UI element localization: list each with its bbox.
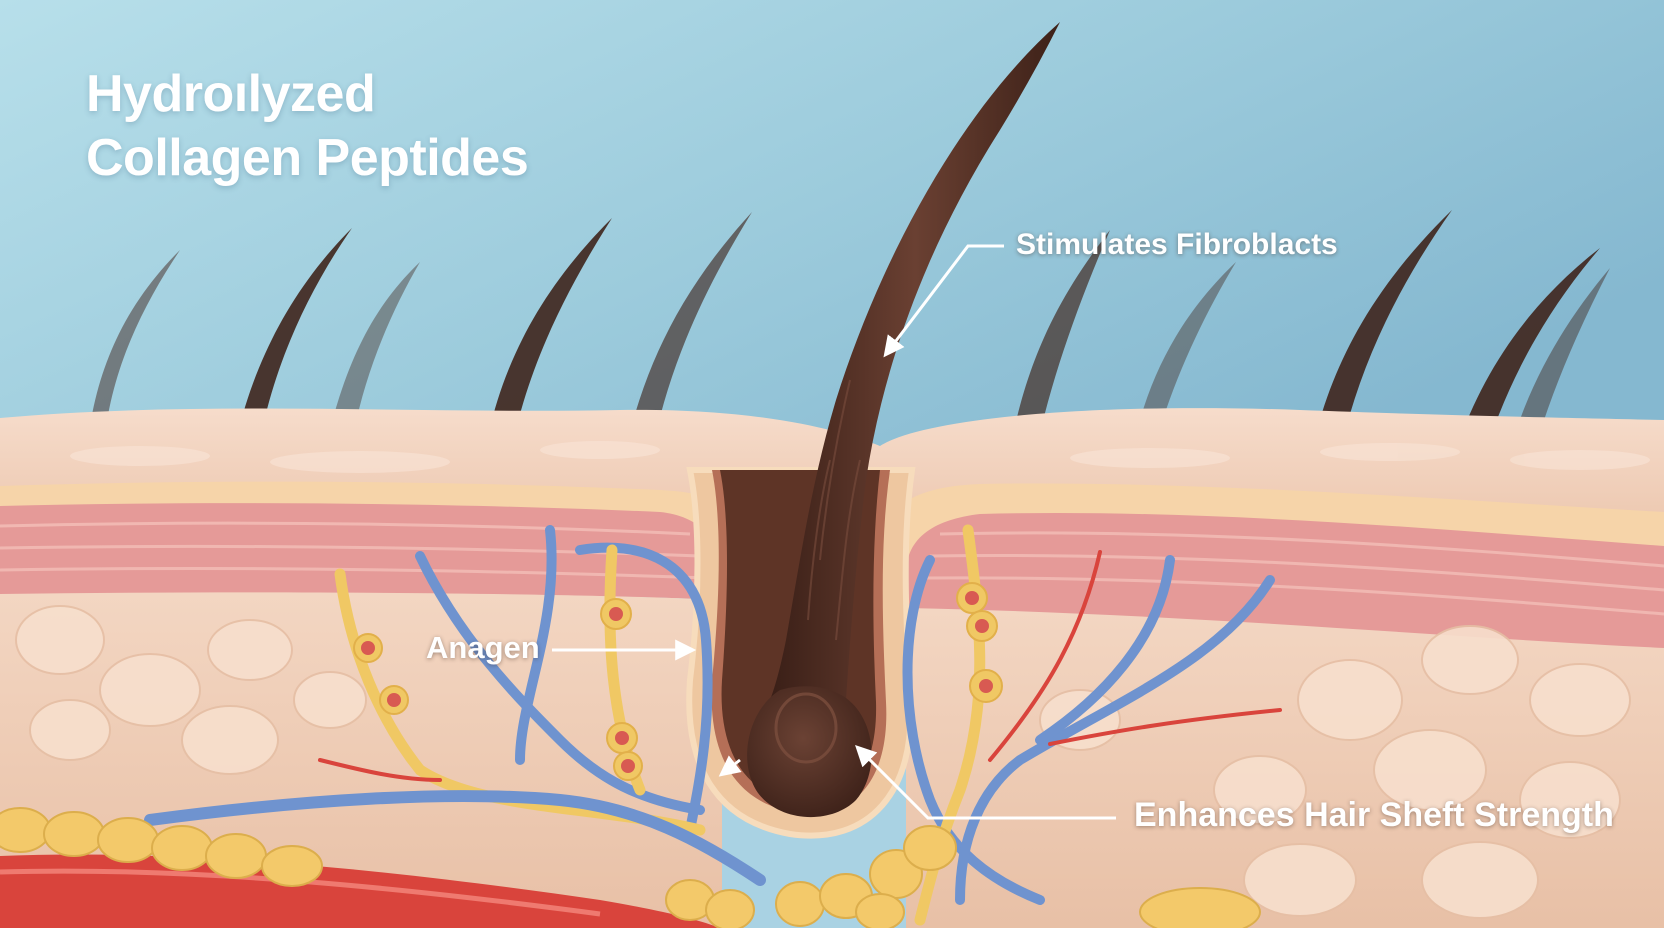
- fibroblast-pointer-line: [883, 244, 1004, 358]
- hair-bulb: [747, 686, 872, 818]
- title-line-2: Collagen Peptides: [86, 129, 529, 187]
- callout-anagen: Anagen: [426, 630, 540, 665]
- bulb-pointer-line: [718, 755, 742, 777]
- sky-background: [0, 0, 1664, 470]
- dermal-papilla: [774, 692, 838, 764]
- nerve-node-centers-left: [361, 607, 635, 773]
- skin-texture: [70, 441, 1650, 473]
- shaft-pointer-line: [855, 745, 1116, 820]
- callout-lines: [552, 244, 1116, 820]
- hair-strand-lines: [807, 379, 861, 641]
- title-line-1: Hydroılyzed: [86, 65, 376, 123]
- page-title: Hydroılyzed Collagen Peptides: [86, 62, 529, 190]
- subcutaneous-cells: [15, 605, 1631, 919]
- main-hair-shaft: [770, 22, 1060, 700]
- nerve-nodes-right: [956, 582, 1003, 703]
- nerve-node-centers-right: [965, 591, 993, 693]
- callout-stimulates-fibroblasts: Stimulates Fibroblacts: [1016, 228, 1338, 261]
- callout-hair-shaft-strength: Enhances Hair Sheft Strength: [1134, 796, 1614, 834]
- fat-globules: [0, 807, 1261, 928]
